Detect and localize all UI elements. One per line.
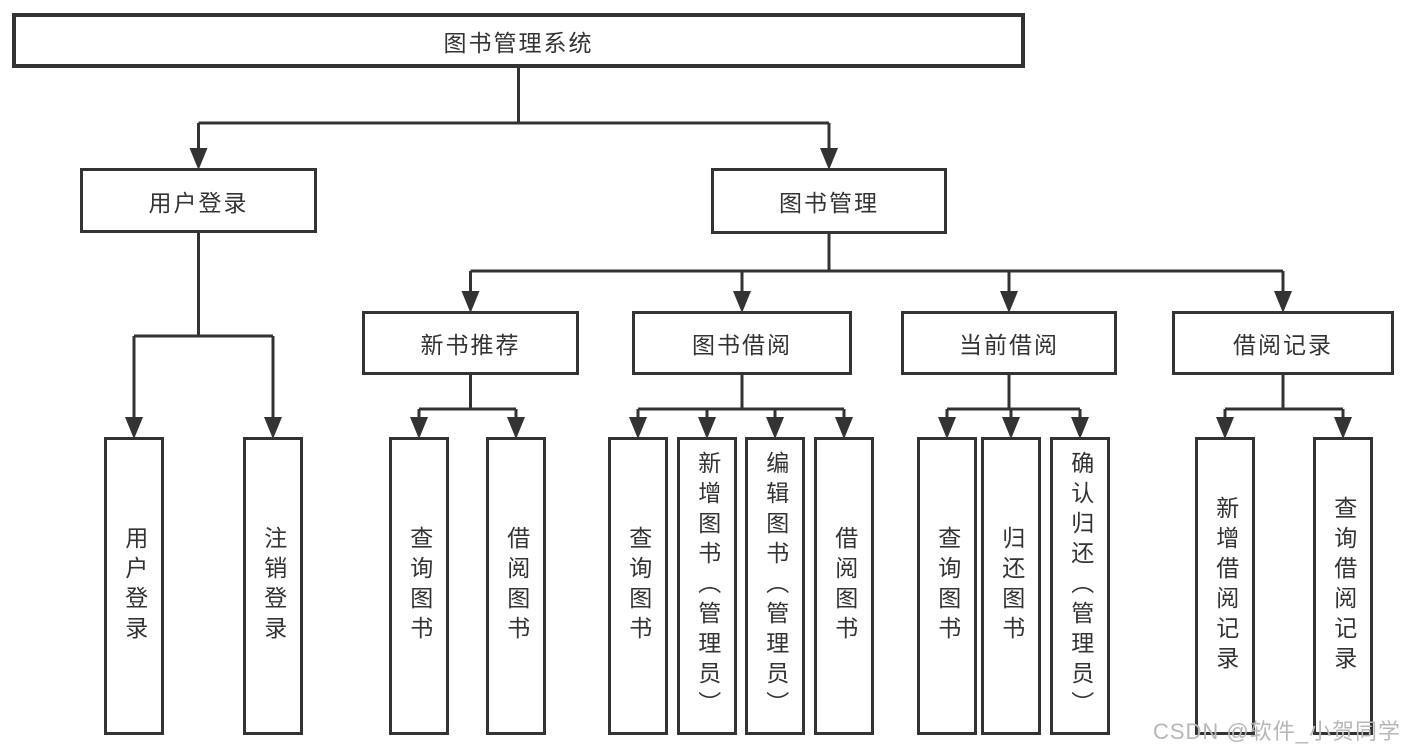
leaf-query-books-current: 查询图书	[917, 437, 977, 735]
node-user-login-label: 用户登录	[148, 189, 249, 216]
leaf-logout-label: 注销登录	[260, 526, 287, 646]
node-book-borrowing-label: 图书借阅	[692, 332, 792, 358]
node-current-borrowing-label: 当前借阅	[959, 332, 1059, 358]
leaf-add-borrow-record-label: 新增借阅记录	[1212, 496, 1239, 676]
node-new-book-recommendation-label: 新书推荐	[420, 332, 521, 358]
leaf-confirm-return-admin-label: 确认归还（管理员）	[1067, 451, 1094, 721]
node-current-borrowing: 当前借阅	[901, 311, 1117, 375]
arrowhead-icons	[125, 148, 1352, 439]
leaf-query-books-borrow: 查询图书	[608, 437, 668, 735]
leaf-edit-books-admin: 编辑图书（管理员）	[745, 437, 805, 735]
node-root-label: 图书管理系统	[443, 29, 594, 56]
node-book-management-label: 图书管理	[779, 190, 879, 216]
watermark-text: CSDN @软件_小贺同学	[1152, 719, 1401, 744]
leaf-add-books-admin: 新增图书（管理员）	[677, 437, 737, 735]
leaf-add-borrow-record: 新增借阅记录	[1195, 437, 1255, 735]
leaf-query-borrow-record-label: 查询借阅记录	[1330, 496, 1357, 676]
node-new-book-recommendation: 新书推荐	[362, 311, 579, 375]
node-borrowing-records: 借阅记录	[1172, 311, 1394, 375]
node-book-management: 图书管理	[711, 168, 947, 234]
leaf-user-login: 用户登录	[104, 437, 164, 735]
node-book-borrowing: 图书借阅	[632, 311, 852, 375]
leaf-borrow-books-label: 借阅图书	[831, 526, 858, 646]
leaf-user-login-label: 用户登录	[121, 526, 148, 646]
connector-paths	[132, 66, 1345, 418]
leaf-borrow-books-recommend-label: 借阅图书	[503, 526, 530, 646]
leaf-borrow-books: 借阅图书	[814, 437, 874, 735]
leaf-borrow-books-recommend: 借阅图书	[486, 437, 546, 735]
leaf-add-books-admin-label: 新增图书（管理员）	[694, 451, 721, 721]
node-root: 图书管理系统	[12, 13, 1025, 68]
leaf-confirm-return-admin: 确认归还（管理员）	[1050, 437, 1110, 735]
leaf-edit-books-admin-label: 编辑图书（管理员）	[762, 451, 789, 721]
leaf-query-borrow-record: 查询借阅记录	[1313, 437, 1373, 735]
leaf-logout: 注销登录	[243, 437, 303, 735]
leaf-return-books-label: 归还图书	[998, 526, 1025, 646]
leaf-query-books-current-label: 查询图书	[934, 526, 961, 646]
leaf-query-books-recommend: 查询图书	[389, 437, 449, 735]
leaf-query-books-recommend-label: 查询图书	[406, 526, 433, 646]
node-user-login: 用户登录	[80, 168, 317, 233]
leaf-query-books-borrow-label: 查询图书	[625, 526, 652, 646]
leaf-return-books: 归还图书	[981, 437, 1041, 735]
node-borrowing-records-label: 借阅记录	[1233, 332, 1333, 358]
